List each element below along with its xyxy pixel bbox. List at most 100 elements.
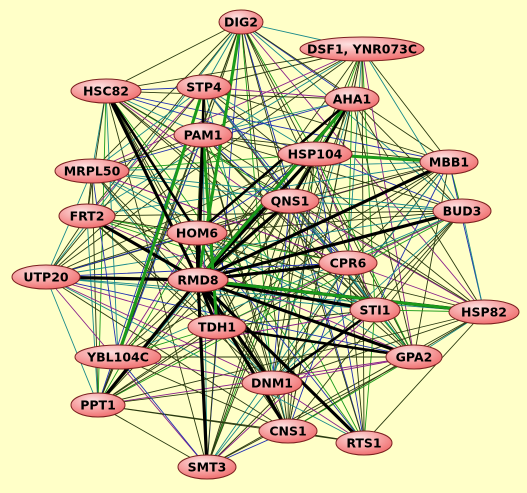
hub-edge (196, 278, 209, 469)
edge (289, 200, 485, 313)
node-smt3[interactable]: SMT3 (177, 454, 237, 480)
edge (86, 215, 218, 328)
edge (202, 134, 463, 212)
node-hsp82[interactable]: HSP82 (448, 299, 520, 325)
node-bud3[interactable]: BUD3 (432, 198, 492, 224)
node-label: AHA1 (333, 92, 372, 107)
node-ppt1[interactable]: PPT1 (70, 392, 126, 418)
edge (206, 356, 415, 468)
strong-edge (104, 89, 200, 282)
node-ellipse (177, 454, 237, 480)
node-dnm1[interactable]: DNM1 (241, 370, 303, 396)
node-rmd8[interactable]: RMD8 (167, 267, 229, 293)
node-ellipse (432, 198, 492, 224)
node-hsp104[interactable]: HSP104 (277, 141, 353, 167)
node-ellipse (54, 158, 130, 184)
edge (117, 134, 204, 358)
edge (45, 276, 208, 468)
node-ellipse (11, 264, 81, 290)
strong-edge (104, 89, 199, 235)
edge (347, 161, 450, 264)
edge (203, 86, 485, 313)
edge (374, 210, 463, 311)
hub-edge (196, 160, 451, 282)
edge (91, 161, 450, 172)
node-qns1[interactable]: QNS1 (260, 188, 320, 214)
edge (91, 170, 119, 358)
node-label: YBL104C (86, 350, 149, 365)
edge (197, 48, 363, 281)
edge (206, 326, 218, 468)
node-label: RMD8 (177, 273, 218, 288)
edge (347, 98, 353, 264)
node-label: MBB1 (429, 155, 469, 170)
edge (105, 90, 450, 163)
edge (271, 210, 463, 384)
edge (117, 309, 376, 358)
node-frt2[interactable]: FRT2 (58, 203, 116, 229)
hub-edge (196, 278, 377, 312)
edge (97, 404, 208, 468)
edge (196, 232, 415, 358)
node-rts1[interactable]: RTS1 (335, 430, 393, 456)
node-label: PAM1 (184, 128, 223, 143)
node-label: GPA2 (396, 350, 433, 365)
edge (203, 86, 349, 264)
node-gpa2[interactable]: GPA2 (385, 344, 443, 370)
node-ybl104c[interactable]: YBL104C (74, 344, 162, 370)
edge (206, 161, 450, 468)
node-stp4[interactable]: STP4 (176, 74, 232, 100)
node-sti1[interactable]: STI1 (349, 297, 401, 323)
node-ellipse (166, 220, 228, 246)
node-ellipse (187, 314, 247, 340)
edge (287, 356, 415, 432)
edge (45, 86, 205, 278)
node-dig2[interactable]: DIG2 (218, 9, 264, 35)
edge (97, 326, 218, 406)
node-label: TDH1 (198, 320, 236, 335)
node-ellipse (173, 122, 233, 148)
node-ellipse (70, 392, 126, 418)
edge (97, 232, 198, 406)
edge (361, 48, 365, 444)
edge (86, 215, 485, 313)
node-hsc82[interactable]: HSC82 (70, 78, 142, 104)
node-ellipse (318, 250, 378, 276)
node-pam1[interactable]: PAM1 (173, 122, 233, 148)
edge (271, 200, 291, 384)
edge (86, 90, 107, 217)
edge (45, 276, 485, 313)
node-ellipse (324, 86, 380, 112)
node-ellipse (448, 299, 520, 325)
node-label: DIG2 (224, 15, 258, 30)
edge (289, 161, 450, 202)
node-cpr6[interactable]: CPR6 (318, 250, 378, 276)
node-dsf1[interactable]: DSF1, YNR073C (299, 36, 425, 62)
node-ellipse (241, 370, 303, 396)
node-aha1[interactable]: AHA1 (324, 86, 380, 112)
edge (203, 86, 316, 155)
node-label: DSF1, YNR073C (307, 42, 417, 57)
node-hom6[interactable]: HOM6 (166, 220, 228, 246)
node-mbb1[interactable]: MBB1 (419, 149, 479, 175)
edge (203, 86, 450, 163)
node-mrpl50[interactable]: MRPL50 (54, 158, 130, 184)
node-utp20[interactable]: UTP20 (11, 264, 81, 290)
hub-edge (196, 278, 290, 433)
edge (105, 90, 365, 444)
edge (45, 153, 316, 278)
edge (461, 210, 485, 313)
node-ellipse (277, 141, 353, 167)
edge (97, 311, 485, 406)
node-ellipse (176, 74, 232, 100)
highlight-edge (196, 278, 486, 314)
strong-edge (270, 308, 377, 385)
node-cns1[interactable]: CNS1 (258, 418, 318, 444)
strong-edge (215, 325, 416, 359)
node-label: BUD3 (443, 204, 482, 219)
node-ellipse (335, 430, 393, 456)
edge (351, 98, 485, 313)
node-tdh1[interactable]: TDH1 (187, 314, 247, 340)
edge (97, 161, 450, 406)
node-label: MRPL50 (64, 164, 121, 179)
